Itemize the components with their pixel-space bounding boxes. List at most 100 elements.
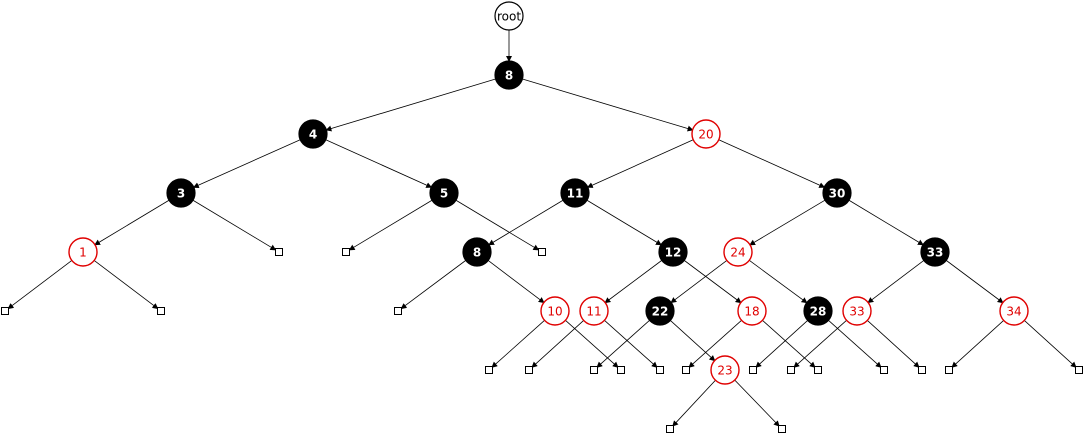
- edge-n4-n5: [325, 139, 433, 188]
- node-circle: [645, 296, 675, 326]
- tree-node-n11: 11: [560, 178, 590, 208]
- node-label: 11: [567, 187, 584, 201]
- edge-n8b-l8bl: [400, 260, 467, 310]
- edge-n3-l3r: [192, 199, 277, 251]
- node-circle: [298, 119, 328, 149]
- edge-n34-l34r: [1024, 320, 1077, 368]
- node-label: 8: [473, 246, 481, 260]
- node-label: 12: [665, 246, 682, 260]
- nil-leaf: [682, 366, 690, 374]
- nil-leaf: [945, 366, 953, 374]
- edge-n33-n33b: [867, 260, 925, 304]
- edges: [7, 30, 1077, 427]
- tree-node-n8: 8: [494, 60, 524, 90]
- edge-n5-l5l: [348, 199, 433, 251]
- node-circle: [429, 178, 459, 208]
- edge-n23-l23r: [734, 379, 780, 427]
- node-circle: [579, 296, 609, 326]
- node-label: 20: [698, 128, 713, 142]
- edge-n24-n22: [670, 260, 728, 304]
- node-circle: [920, 237, 950, 267]
- node-circle: [822, 178, 852, 208]
- nil-leaf: [749, 366, 757, 374]
- node-label: 33: [849, 305, 864, 319]
- edge-n8b-n10: [487, 260, 545, 304]
- tree-node-n5: 5: [429, 178, 459, 208]
- node-circle: [68, 237, 98, 267]
- nil-leaf: [880, 366, 888, 374]
- edge-n28-l28l: [755, 320, 808, 368]
- tree-node-n8b: 8: [462, 237, 492, 267]
- node-circle: [494, 1, 524, 31]
- node-label: 1: [79, 246, 87, 260]
- tree-node-n33: 33: [920, 237, 950, 267]
- edge-n11-n12: [586, 199, 662, 246]
- nil-leaf: [1, 307, 9, 315]
- tree-node-n3: 3: [166, 178, 196, 208]
- nil-leaf: [590, 366, 598, 374]
- edge-n18-l18l: [688, 320, 742, 368]
- node-circle: [691, 119, 721, 149]
- node-label: 24: [730, 246, 745, 260]
- edge-n20-n11: [586, 139, 694, 188]
- node-circle: [658, 237, 688, 267]
- edge-n10-l10l: [491, 320, 545, 368]
- node-circle: [737, 296, 767, 326]
- node-circle: [560, 178, 590, 208]
- node-label: 4: [309, 128, 317, 142]
- node-label: 8: [505, 69, 513, 83]
- edge-n28-l28r: [828, 320, 882, 368]
- tree-node-n28: 28: [803, 296, 833, 326]
- edge-n11b-l11br: [604, 320, 658, 368]
- edge-n3-n1: [94, 199, 170, 246]
- nil-leaf: [787, 366, 795, 374]
- edge-n12-n18: [683, 260, 742, 304]
- node-circle: [999, 296, 1029, 326]
- node-label: 3: [177, 187, 185, 201]
- node-circle: [723, 237, 753, 267]
- nil-leaf: [275, 248, 283, 256]
- edge-n33b-l33br: [867, 320, 920, 368]
- edge-n34-l34l: [951, 320, 1004, 368]
- tree-node-n33b: 33: [842, 296, 872, 326]
- nil-leaf: [538, 248, 546, 256]
- edge-n8-n20: [522, 78, 694, 132]
- edge-n12-n11b: [604, 260, 663, 304]
- nil-leaf: [918, 366, 926, 374]
- edge-n33b-l33bl: [793, 320, 847, 368]
- node-circle: [540, 296, 570, 326]
- edge-n24-n28: [749, 259, 808, 304]
- edge-n5-l5r: [455, 199, 540, 251]
- nil-leaf: [157, 307, 165, 315]
- node-label: 5: [440, 187, 448, 201]
- node-label: 33: [927, 246, 944, 260]
- node-label: 10: [547, 305, 562, 319]
- tree-node-n12: 12: [658, 237, 688, 267]
- node-label: 30: [829, 187, 846, 201]
- nil-leaf: [778, 425, 786, 433]
- edge-n23-l23l: [672, 379, 716, 427]
- nil-leaf: [617, 366, 625, 374]
- edge-n10-l10r: [565, 320, 619, 368]
- tree-node-n4: 4: [298, 119, 328, 149]
- nil-leaf: [656, 366, 664, 374]
- tree-node-n24: 24: [723, 237, 753, 267]
- node-circle: [803, 296, 833, 326]
- edge-n18-l18r: [762, 320, 816, 368]
- node-label: root: [497, 10, 521, 24]
- node-circle: [842, 296, 872, 326]
- edge-n22-l22l: [596, 320, 650, 368]
- edge-n4-n3: [192, 139, 301, 188]
- edge-n22-n23: [670, 320, 716, 362]
- edge-n20-n30: [718, 139, 826, 188]
- node-circle: [166, 178, 196, 208]
- nil-leaf: [666, 425, 674, 433]
- node-circle: [462, 237, 492, 267]
- tree-node-n1: 1: [68, 237, 98, 267]
- nil-leaf: [485, 366, 493, 374]
- edge-n11b-l11bl: [531, 320, 584, 368]
- edge-n30-n33: [848, 199, 924, 246]
- nil-leaf: [342, 248, 350, 256]
